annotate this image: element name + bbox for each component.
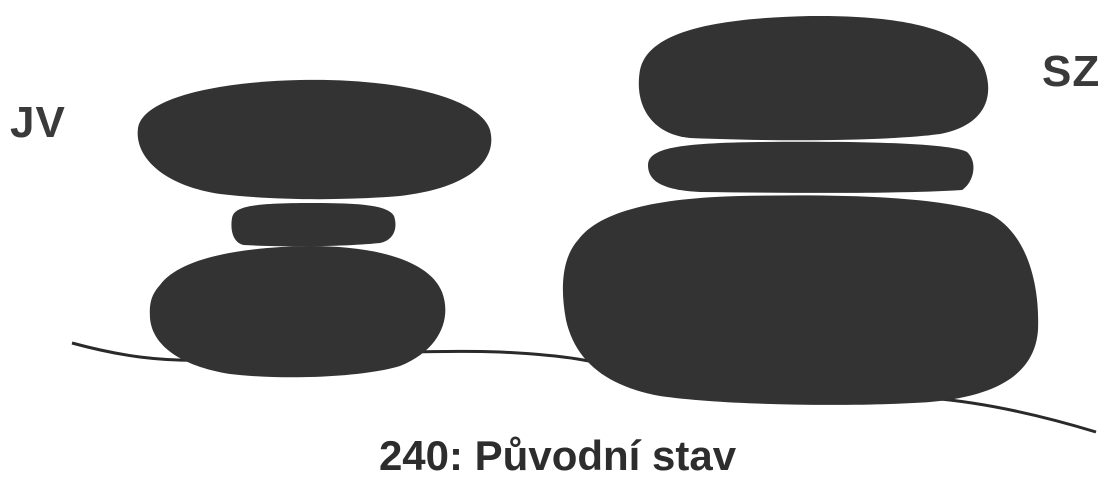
label-sz: SZ [1042,47,1101,96]
right-bottom-boulder [562,195,1039,405]
left-bottom-boulder [149,246,446,378]
left-rock-stack [137,79,492,378]
left-top-boulder [137,79,492,200]
right-middle-slab [648,141,974,193]
figure-caption: 240: Původní stav [378,432,737,479]
right-rock-stack [562,15,1039,405]
label-jv: JV [10,98,66,147]
right-top-boulder [638,15,989,141]
left-middle-slab [231,203,396,247]
